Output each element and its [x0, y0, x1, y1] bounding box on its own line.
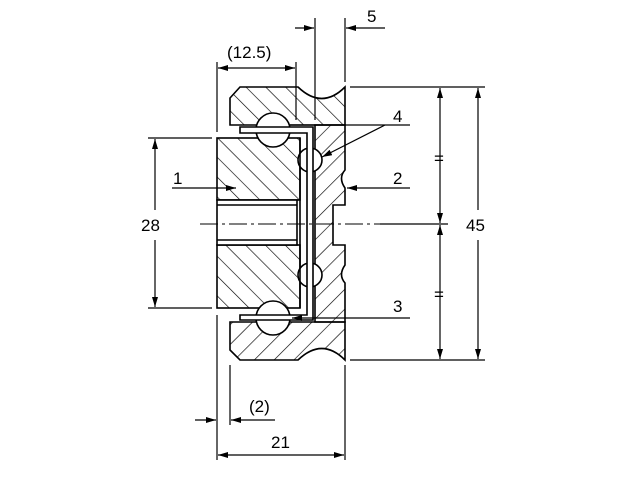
dim-45-label: 45	[466, 216, 485, 235]
equal-bottom-label: =	[434, 285, 444, 304]
callout-2: 2	[393, 169, 402, 188]
dim-21-label: 21	[271, 433, 290, 452]
equal-top-label: =	[434, 149, 444, 168]
outer-ring-top	[229, 85, 346, 126]
callout-4: 4	[393, 107, 402, 126]
inner-ring-lower	[216, 244, 301, 309]
bore	[216, 199, 298, 246]
leader-4b	[321, 124, 386, 158]
dim-2-label: (2)	[249, 397, 270, 416]
callout-1: 1	[173, 169, 182, 188]
dim-12-5-label: (12.5)	[227, 43, 271, 62]
inner-ring-upper	[216, 137, 301, 201]
outer-ring-bottom	[229, 321, 346, 362]
dim-5-label: 5	[367, 7, 376, 26]
shield-plate	[239, 126, 314, 321]
dim-28-label: 28	[141, 216, 160, 235]
callout-3: 3	[393, 297, 402, 316]
